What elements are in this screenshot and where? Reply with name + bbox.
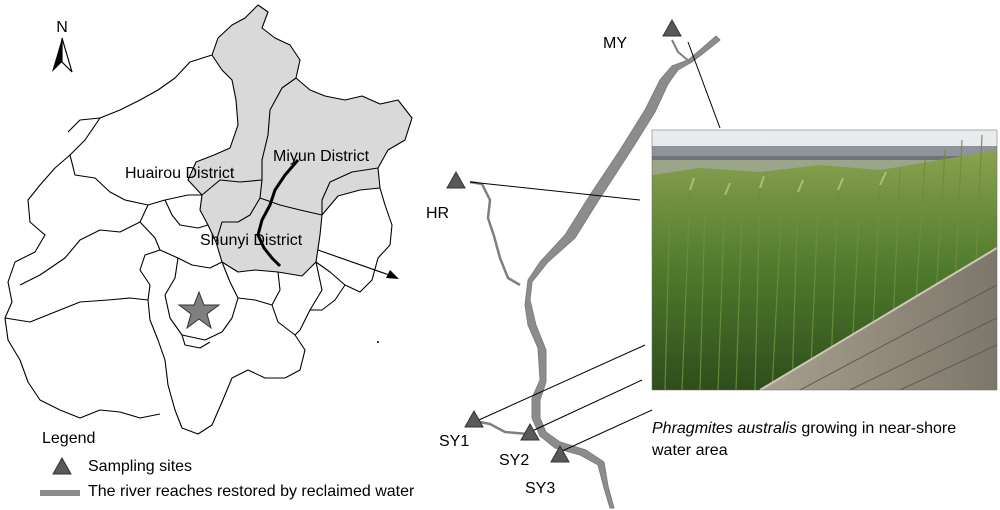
sampling-site-markers bbox=[446, 18, 682, 463]
site-marker-my bbox=[662, 18, 682, 37]
city-center-star-icon bbox=[177, 290, 221, 330]
legend-river-reaches-label: The river reaches restored by reclaimed … bbox=[88, 483, 415, 500]
legend-site-marker-icon bbox=[52, 456, 72, 475]
legend-sampling-sites-label: Sampling sites bbox=[88, 458, 193, 475]
site-label-sy3: SY3 bbox=[525, 480, 555, 497]
river-main-reach bbox=[524, 35, 721, 509]
legend-row-river-reaches: The river reaches restored by reclaimed … bbox=[42, 482, 414, 502]
river-schematic bbox=[469, 35, 721, 509]
site-label-sy1: SY1 bbox=[439, 433, 469, 450]
site-label-my: MY bbox=[603, 35, 627, 52]
photo-caption: Phragmites australis growing in near-sho… bbox=[652, 418, 997, 462]
beijing-district-map bbox=[4, 4, 413, 435]
site-label-sy2: SY2 bbox=[499, 452, 529, 469]
huairou-district-label: Huairou District bbox=[125, 165, 235, 182]
north-arrow-icon bbox=[52, 37, 73, 73]
north-label: N bbox=[56, 19, 68, 36]
callout-lines bbox=[469, 41, 721, 453]
site-marker-sy3 bbox=[550, 444, 570, 463]
site-marker-hr bbox=[446, 170, 466, 189]
river-on-map bbox=[256, 159, 300, 268]
site-marker-sy1 bbox=[464, 409, 484, 428]
caption-text: growing in near-shore water area bbox=[652, 420, 957, 459]
legend-title: Legend bbox=[42, 430, 96, 447]
site-marker-sy2 bbox=[520, 422, 540, 441]
caption-species: Phragmites australis bbox=[652, 420, 797, 437]
miyun-district-label: Miyun District bbox=[273, 148, 370, 165]
river-hr-tributary bbox=[469, 180, 521, 287]
map-pointer-arrow bbox=[317, 249, 399, 279]
site-label-hr: HR bbox=[426, 205, 449, 222]
legend-row-sampling-sites: Sampling sites bbox=[42, 457, 192, 477]
reed-photo bbox=[651, 129, 998, 391]
shunyi-district-label: Shunyi District bbox=[200, 232, 303, 249]
